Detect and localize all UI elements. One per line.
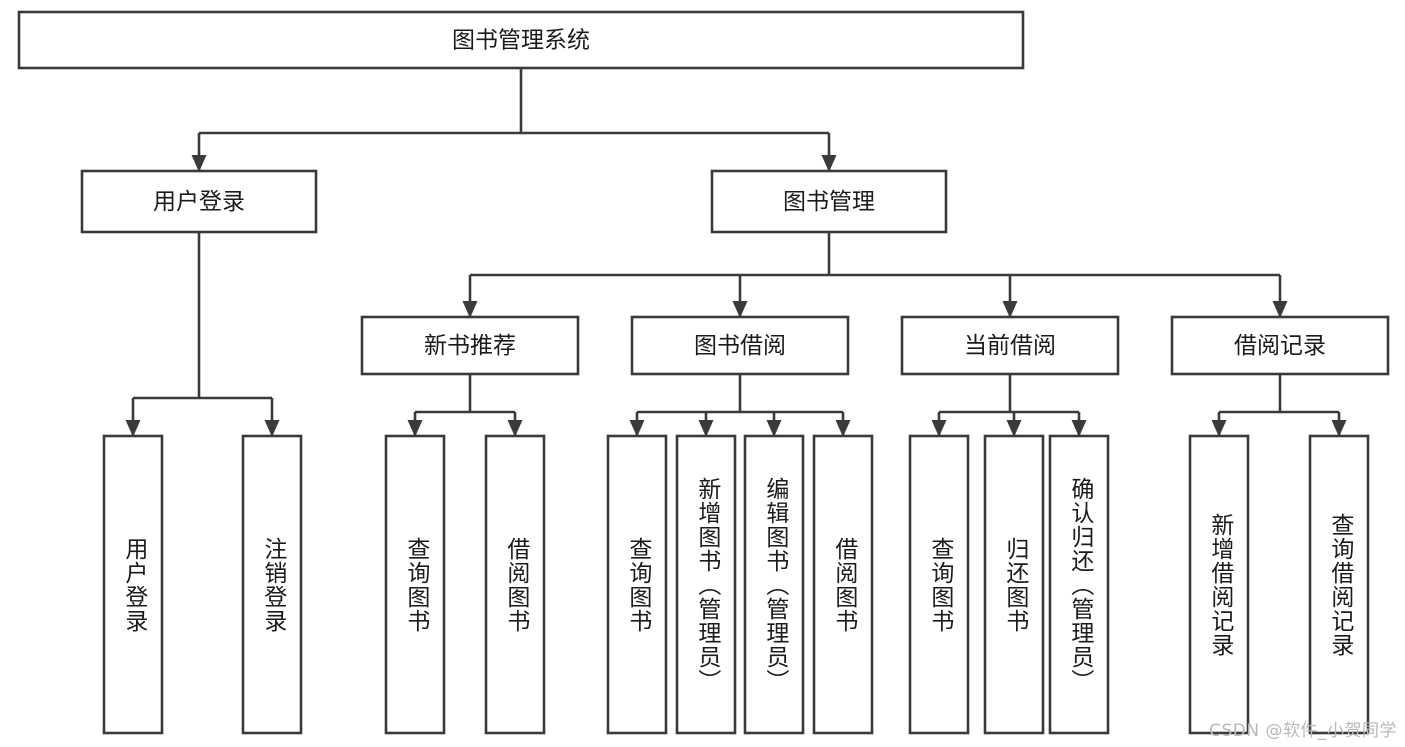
borrow-record-arrow-icon-1 — [1331, 420, 1347, 437]
node-leaf-return-book-box[interactable] — [983, 434, 1045, 735]
borrow-record-arrow-icon-0 — [1211, 420, 1227, 437]
root-arrow-icon-0 — [191, 155, 207, 172]
node-new-book-recommend-label: 新书推荐 — [424, 333, 516, 359]
new-book-recommend-arrow-icon-0 — [407, 420, 423, 437]
book-management-arrow-icon-1 — [732, 301, 748, 318]
node-leaf-borrow-book-recommend-box[interactable] — [484, 434, 546, 735]
book-management-arrow-icon-2 — [1002, 301, 1018, 318]
new-book-recommend-arrow-icon-1 — [507, 420, 523, 437]
user-login-arrow-icon-0 — [125, 420, 141, 437]
current-borrow-arrow-icon-1 — [1006, 420, 1022, 437]
node-leaf-query-borrow-record-box[interactable] — [1308, 434, 1370, 735]
node-leaf-user-login-box[interactable] — [102, 434, 164, 735]
node-leaf-logout-box[interactable] — [241, 434, 303, 735]
root-arrow-icon-1 — [821, 155, 837, 172]
node-leaf-confirm-return-admin-box[interactable] — [1048, 434, 1110, 735]
node-book-borrow-label: 图书借阅 — [694, 333, 786, 359]
node-book-borrow-box[interactable] — [630, 315, 850, 376]
book-borrow-arrow-icon-0 — [629, 420, 645, 437]
book-borrow-arrow-icon-2 — [766, 420, 782, 437]
user-login-arrow-icon-1 — [264, 420, 280, 437]
node-new-book-recommend-box[interactable] — [360, 315, 580, 376]
node-leaf-add-borrow-record-box[interactable] — [1188, 434, 1250, 735]
node-current-borrow-label: 当前借阅 — [964, 333, 1056, 359]
node-root-label: 图书管理系统 — [452, 28, 590, 54]
node-book-management-box[interactable] — [710, 169, 948, 234]
node-borrow-record-label: 借阅记录 — [1234, 333, 1326, 359]
book-management-arrow-icon-0 — [462, 301, 478, 318]
watermark-text: CSDN @软件_小贺同学 — [1209, 721, 1397, 741]
node-leaf-edit-book-admin-box[interactable] — [743, 434, 805, 735]
node-user-login-label: 用户登录 — [153, 189, 245, 215]
current-borrow-arrow-icon-2 — [1071, 420, 1087, 437]
node-leaf-borrow-book-box[interactable] — [812, 434, 874, 735]
node-book-management-label: 图书管理 — [783, 189, 875, 215]
node-leaf-query-book-recommend-box[interactable] — [384, 434, 446, 735]
current-borrow-arrow-icon-0 — [931, 420, 947, 437]
node-root-box[interactable] — [17, 10, 1025, 70]
node-leaf-add-book-admin-box[interactable] — [675, 434, 737, 735]
book-management-arrow-icon-3 — [1272, 301, 1288, 318]
book-borrow-arrow-icon-3 — [835, 420, 851, 437]
boxes-layer — [17, 10, 1390, 735]
edges-layer — [125, 68, 1347, 437]
book-borrow-arrow-icon-1 — [698, 420, 714, 437]
node-leaf-query-book-current-box[interactable] — [908, 434, 970, 735]
node-user-login-box[interactable] — [80, 169, 318, 234]
node-borrow-record-box[interactable] — [1170, 315, 1390, 376]
node-current-borrow-box[interactable] — [900, 315, 1120, 376]
node-leaf-query-book-borrow-box[interactable] — [606, 434, 668, 735]
